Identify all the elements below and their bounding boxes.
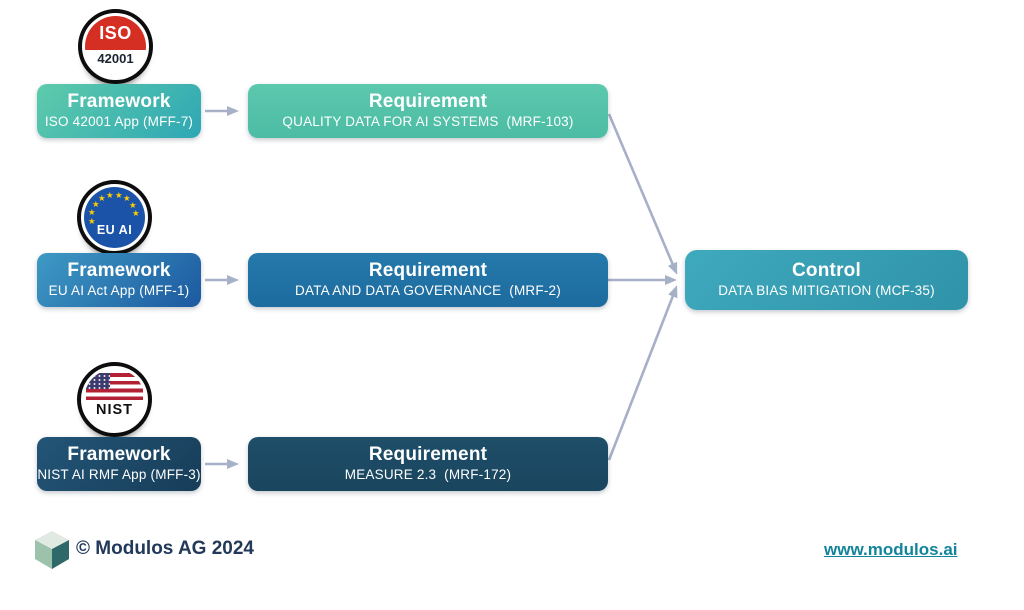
control-title: Control [792, 260, 861, 281]
eu-star-icon [132, 209, 141, 218]
framework-subtitle: NIST AI RMF App (MFF-3) [37, 467, 201, 482]
requirement-title: Requirement [368, 444, 488, 465]
requirement-box-iso[interactable]: Requirement QUALITY DATA FOR AI SYSTEMS … [248, 84, 608, 138]
eu-ai-badge-icon: EU AI [81, 184, 148, 251]
iso-badge-top-label: ISO [85, 16, 146, 51]
framework-box-iso[interactable]: Framework ISO 42001 App (MFF-7) [37, 84, 201, 138]
framework-box-nist[interactable]: Framework NIST AI RMF App (MFF-3) [37, 437, 201, 491]
eu-ai-badge-label: EU AI [96, 223, 133, 237]
requirement-subtitle: QUALITY DATA FOR AI SYSTEMS (MRF-103) [282, 114, 574, 129]
arrow-requirement3-to-control [607, 285, 678, 461]
website-link[interactable]: www.modulos.ai [824, 540, 958, 559]
arrow-requirement1-to-control [607, 113, 678, 275]
nist-badge-icon: NIST [81, 366, 148, 433]
requirement-box-eu-ai-act[interactable]: Requirement DATA AND DATA GOVERNANCE (MR… [248, 253, 608, 307]
framework-box-eu-ai-act[interactable]: Framework EU AI Act App (MFF-1) [37, 253, 201, 307]
framework-title: Framework [67, 91, 171, 112]
requirement-title: Requirement [368, 91, 488, 112]
iso-badge-bottom-label: 42001 [97, 51, 134, 67]
nist-badge-label: NIST [95, 402, 134, 418]
nist-badge-face: NIST [84, 369, 145, 430]
framework-title: Framework [67, 260, 171, 281]
control-subtitle: DATA BIAS MITIGATION (MCF-35) [718, 283, 935, 298]
framework-subtitle: EU AI Act App (MFF-1) [48, 283, 190, 298]
iso-42001-badge-icon: ISO 42001 [82, 13, 149, 80]
eu-flag-icon: EU AI [84, 187, 145, 248]
iso-badge-face: ISO 42001 [85, 16, 146, 77]
copyright-text: © Modulos AG 2024 [76, 538, 254, 559]
us-flag-icon [86, 373, 143, 400]
modulos-logo-icon [35, 531, 69, 569]
us-flag-canton-icon [86, 373, 110, 389]
requirement-subtitle: MEASURE 2.3 (MRF-172) [344, 467, 512, 482]
requirement-subtitle: DATA AND DATA GOVERNANCE (MRF-2) [295, 283, 561, 298]
requirement-title: Requirement [368, 260, 488, 281]
eu-star-icon [88, 208, 97, 217]
framework-title: Framework [67, 444, 171, 465]
control-box[interactable]: Control DATA BIAS MITIGATION (MCF-35) [685, 250, 968, 310]
framework-subtitle: ISO 42001 App (MFF-7) [44, 114, 194, 129]
requirement-box-nist[interactable]: Requirement MEASURE 2.3 (MRF-172) [248, 437, 608, 491]
eu-star-icon [106, 191, 115, 200]
